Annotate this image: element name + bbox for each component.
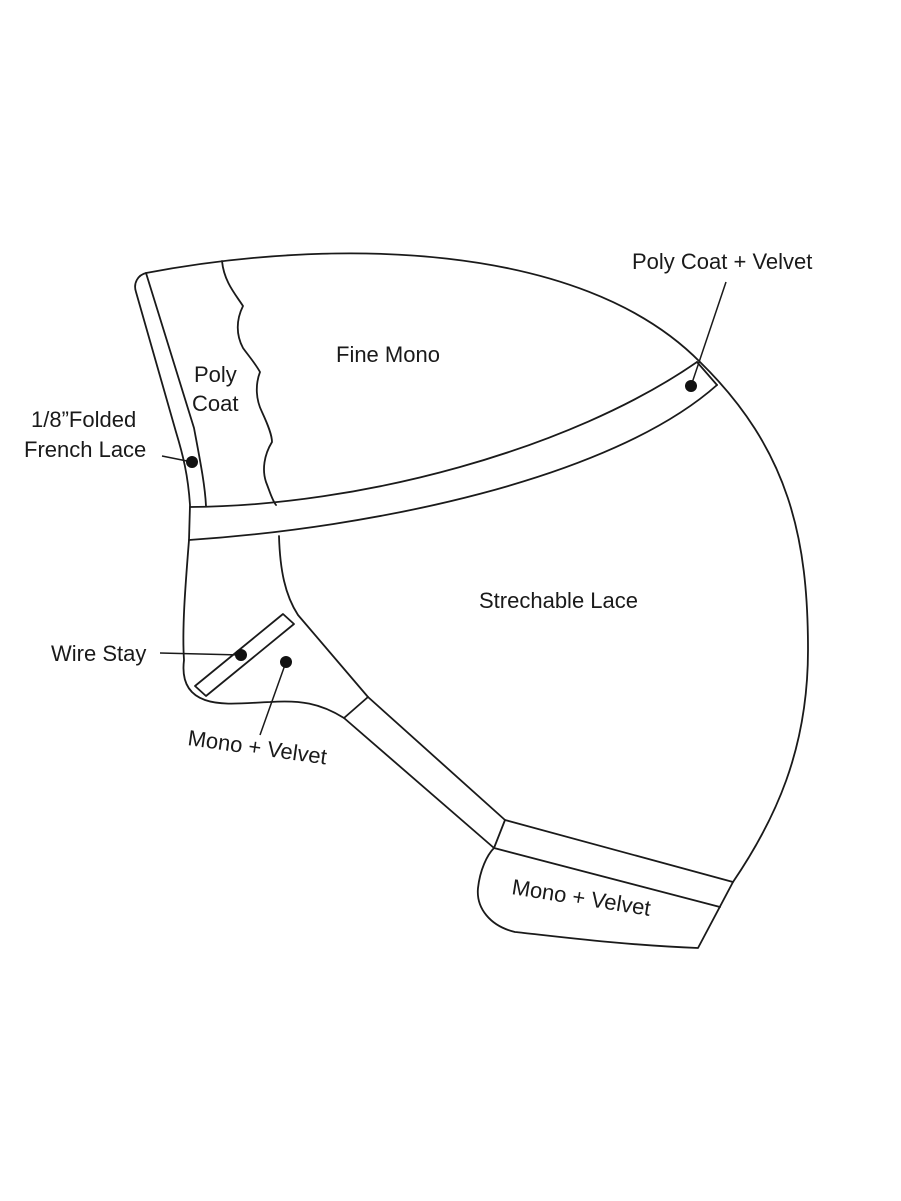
label-mono-velvet-nape: Mono + Velvet [510,874,652,921]
leader-wire-stay [159,652,242,656]
side-band-inner [367,696,506,821]
marker-mono-velvet-side [280,656,292,668]
marker-poly-coat-velvet [685,380,697,392]
label-folded-lace-line2: French Lace [24,437,146,462]
nape-band-bottom [493,847,721,908]
label-stretchable-lace: Strechable Lace [479,588,638,613]
front-lace-strip-line [145,272,207,507]
marker-wire-stay [235,649,247,661]
side-band-end [493,819,506,849]
crown-band-end [696,361,718,386]
label-mono-velvet-side: Mono + Velvet [186,725,328,769]
label-wire-stay: Wire Stay [51,641,146,666]
label-poly-coat-velvet: Poly Coat + Velvet [632,249,812,274]
label-poly-coat-line1: Poly [194,362,237,387]
wire-stay-shape [194,613,295,697]
label-poly-coat-line2: Coat [192,391,238,416]
cap-outline [134,252,809,949]
label-folded-lace-line1: 1/8”Folded [31,407,136,432]
label-fine-mono: Fine Mono [336,342,440,367]
leader-mono-velvet-side [259,661,287,736]
leader-poly-coat-velvet [690,281,727,387]
fine-mono-boundary [221,260,277,506]
side-band-cap [343,696,369,719]
side-piece-boundary [278,535,369,698]
crown-band-bottom [188,384,718,541]
crown-band-top [189,361,698,508]
marker-folded-lace [186,456,198,468]
nape-band-top [504,819,734,883]
